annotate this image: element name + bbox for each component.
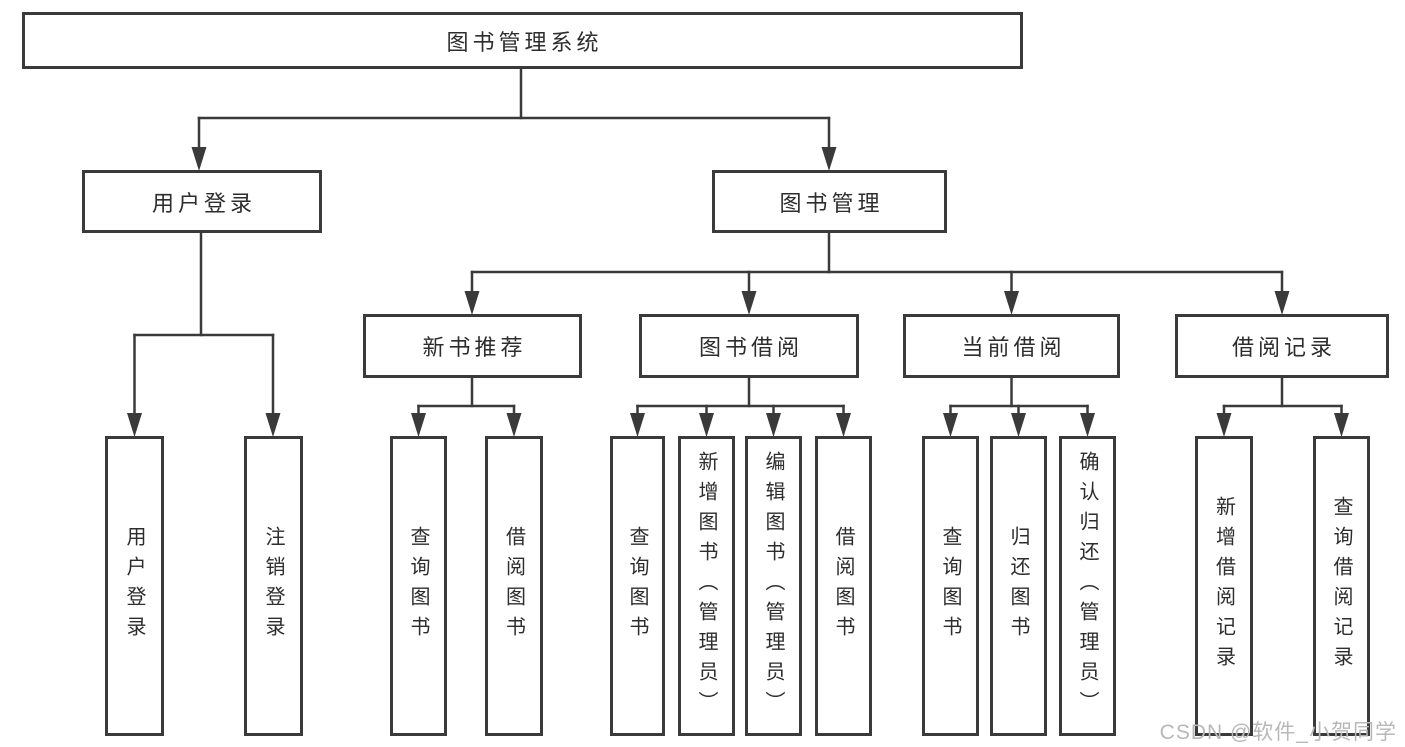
node-book-management: 图书管理 <box>712 170 947 233</box>
leaf-add-borrow-record: 新增借阅记录 <box>1195 436 1253 736</box>
node-user-login: 用户登录 <box>82 170 322 233</box>
leaf-current-return-books: 归还图书 <box>990 436 1047 736</box>
leaf-borrow-borrow-books: 借阅图书 <box>815 436 872 736</box>
node-current-borrowing: 当前借阅 <box>903 314 1120 378</box>
leaf-recommend-borrow-books: 借阅图书 <box>485 436 543 736</box>
node-new-book-recommendation: 新书推荐 <box>363 314 582 378</box>
leaf-query-borrow-record: 查询借阅记录 <box>1313 436 1370 736</box>
leaf-user-login: 用户登录 <box>105 436 164 736</box>
leaf-borrow-add-books-admin: 新增图书（管理员） <box>678 436 735 736</box>
leaf-logout: 注销登录 <box>244 436 303 736</box>
node-borrowing-records: 借阅记录 <box>1175 314 1389 378</box>
leaf-current-query-books: 查询图书 <box>922 436 979 736</box>
leaf-current-confirm-return-admin: 确认归还（管理员） <box>1059 436 1116 736</box>
node-library-management-system: 图书管理系统 <box>22 12 1023 69</box>
leaf-recommend-query-books: 查询图书 <box>390 436 447 736</box>
leaf-borrow-query-books: 查询图书 <box>610 436 665 736</box>
leaf-borrow-edit-books-admin: 编辑图书（管理员） <box>745 436 802 736</box>
csdn-watermark: CSDN @软件_小贺同学 <box>1159 721 1397 744</box>
node-book-borrowing: 图书借阅 <box>639 314 859 378</box>
